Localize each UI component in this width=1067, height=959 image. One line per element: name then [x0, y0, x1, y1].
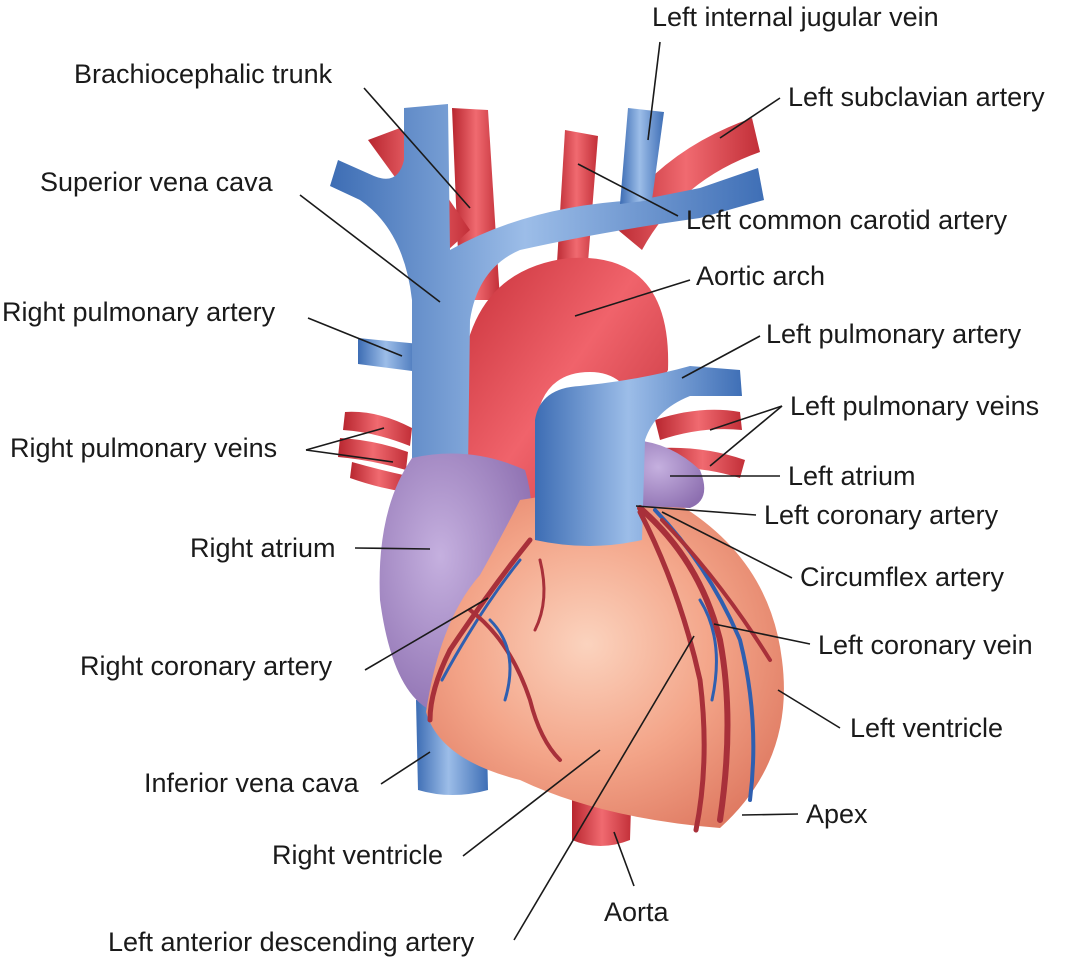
leader-left-coronary-artery	[635, 505, 757, 516]
leader-aorta	[613, 831, 635, 887]
pulmonary-trunk-shape	[535, 366, 742, 546]
label-left-coronary-artery: Left coronary artery	[764, 500, 999, 530]
label-left-subclavian-artery: Left subclavian artery	[788, 82, 1045, 112]
label-apex: Apex	[806, 799, 868, 829]
heart-illustration	[330, 104, 784, 846]
left-internal-jugular-shape	[620, 108, 664, 204]
label-aorta: Aorta	[604, 897, 670, 927]
leader-right-pulmonary-artery	[307, 317, 403, 357]
label-aortic-arch: Aortic arch	[696, 261, 825, 291]
coronary-vessels	[427, 505, 772, 833]
label-left-coronary-vein: Left coronary vein	[818, 630, 1033, 660]
label-left-ventricle: Left ventricle	[850, 713, 1003, 743]
leader-right-pulmonary-veins-lower	[305, 449, 394, 463]
leader-right-pulmonary-veins-upper	[305, 427, 385, 451]
right-pulmonary-artery-shape	[358, 338, 420, 372]
leader-superior-vena-cava	[299, 194, 441, 303]
label-left-anterior-descending-artery: Left anterior descending artery	[108, 927, 475, 957]
leader-inferior-vena-cava	[380, 751, 431, 785]
left-atrium-shape	[627, 440, 705, 508]
leader-aortic-arch	[574, 279, 691, 317]
leader-left-subclavian-artery	[719, 97, 781, 139]
leader-right-coronary-artery	[364, 597, 489, 671]
label-superior-vena-cava: Superior vena cava	[40, 167, 274, 197]
label-left-atrium: Left atrium	[788, 461, 916, 491]
leader-left-anterior-descending-artery	[513, 635, 695, 941]
leader-left-pulmonary-artery	[681, 335, 761, 379]
leader-lines	[299, 41, 841, 941]
leader-left-ventricle	[777, 689, 841, 729]
leader-left-pulmonary-veins-lower	[709, 405, 783, 467]
label-brachiocephalic-trunk: Brachiocephalic trunk	[74, 59, 333, 89]
leader-right-atrium	[354, 547, 431, 550]
label-right-pulmonary-veins: Right pulmonary veins	[10, 433, 277, 463]
labels: Left internal jugular vein Brachiocephal…	[2, 2, 1045, 957]
label-inferior-vena-cava: Inferior vena cava	[144, 768, 360, 798]
label-left-pulmonary-artery: Left pulmonary artery	[766, 319, 1022, 349]
leader-left-pulmonary-veins-upper	[709, 405, 783, 431]
leader-left-common-carotid-artery	[577, 163, 679, 217]
label-right-atrium: Right atrium	[190, 533, 336, 563]
leader-apex	[741, 813, 799, 816]
right-atrium-shape	[379, 453, 532, 710]
superior-vena-cava-shape	[330, 104, 764, 470]
label-right-pulmonary-artery: Right pulmonary artery	[2, 297, 276, 327]
label-left-internal-jugular-vein: Left internal jugular vein	[652, 2, 939, 32]
leader-brachiocephalic-trunk	[363, 87, 471, 209]
leader-circumflex-artery	[661, 511, 793, 579]
label-right-ventricle: Right ventricle	[272, 840, 443, 870]
label-circumflex-artery: Circumflex artery	[800, 562, 1005, 592]
leader-right-ventricle	[462, 749, 601, 857]
leader-left-coronary-vein	[713, 623, 811, 645]
label-right-coronary-artery: Right coronary artery	[80, 651, 333, 681]
label-left-common-carotid-artery: Left common carotid artery	[686, 205, 1008, 235]
leader-left-internal-jugular-vein	[647, 41, 661, 141]
label-left-pulmonary-veins: Left pulmonary veins	[790, 391, 1039, 421]
